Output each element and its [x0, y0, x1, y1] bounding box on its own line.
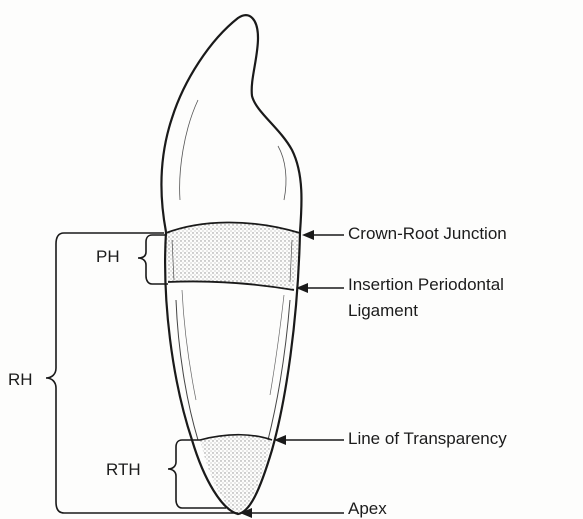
leader-line-of-transparency — [274, 435, 344, 445]
ph-bracket — [138, 235, 168, 284]
root-transparency-region — [200, 435, 272, 512]
label-apex: Apex — [348, 497, 387, 519]
periodontal-height-region — [166, 222, 300, 290]
label-insertion-periodontal: Insertion Periodontal — [348, 273, 504, 296]
leader-apex — [240, 508, 344, 518]
label-rh: RH — [8, 368, 33, 391]
label-rth: RTH — [106, 458, 141, 481]
label-ligament: Ligament — [348, 299, 418, 322]
tooth-crown-outline — [161, 15, 301, 232]
leader-crown-root-junction — [302, 230, 344, 240]
leader-insertion-ligament — [296, 283, 344, 293]
label-ph: PH — [96, 245, 120, 268]
label-crown-root-junction: Crown-Root Junction — [348, 222, 507, 245]
label-line-of-transparency: Line of Transparency — [348, 427, 507, 450]
